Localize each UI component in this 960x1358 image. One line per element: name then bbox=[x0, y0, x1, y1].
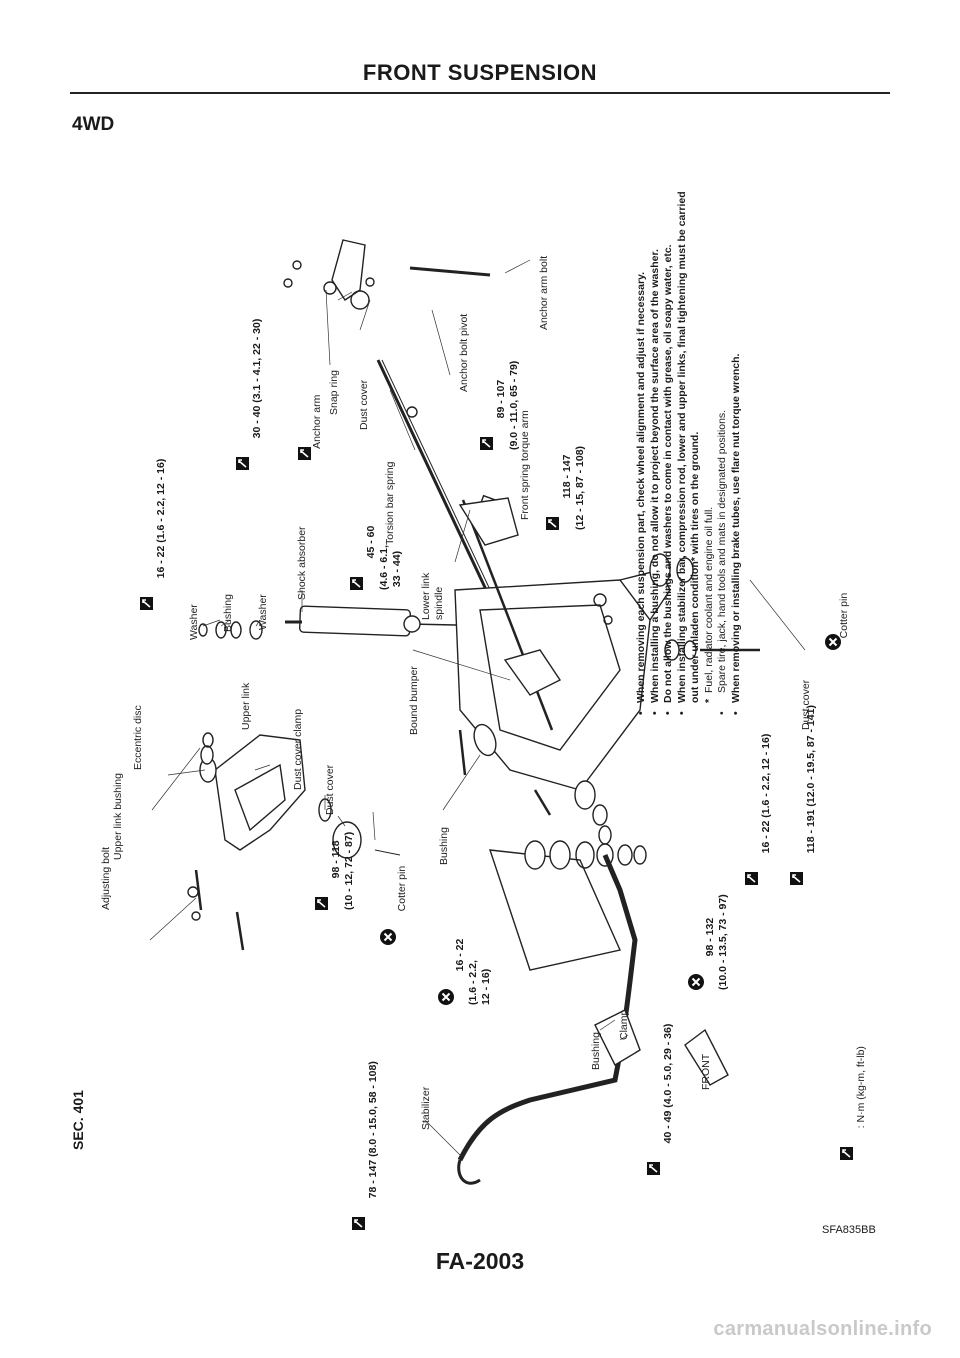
ball-joint bbox=[332, 821, 362, 859]
torque-icon bbox=[315, 884, 342, 910]
lower-link bbox=[454, 579, 651, 791]
header-rule bbox=[70, 92, 890, 94]
label-upper-link-bushing: Upper link bushing bbox=[112, 773, 124, 860]
adjusting-bolt bbox=[194, 869, 203, 911]
torque-icon bbox=[647, 1149, 674, 1175]
torque-16-22-small: 16 - 22 (1.6 - 2.2, 12 - 16) bbox=[438, 939, 506, 1005]
replace-part-icon bbox=[688, 962, 717, 990]
note-item: When installing stabilizer bar, compress… bbox=[676, 175, 703, 715]
torsion-bar bbox=[376, 359, 507, 631]
units-legend: : N·m (kg-m, ft-lb) bbox=[840, 1046, 881, 1160]
stabilizer-bar bbox=[457, 854, 638, 1162]
note-item: When removing or installing brake tubes,… bbox=[730, 175, 744, 715]
torque-98-132: 98 - 132 (10.0 - 13.5, 73 - 97) bbox=[688, 894, 743, 990]
section-number: SEC. 401 bbox=[70, 1090, 86, 1150]
bound-bumper bbox=[503, 649, 562, 696]
torque-16-22-mid: 16 - 22 (1.6 - 2.2, 12 - 16) bbox=[745, 734, 786, 885]
torque-icon bbox=[236, 444, 263, 470]
label-dust-cover-3: Dust cover bbox=[800, 679, 812, 730]
torque-40-49: 40 - 49 (4.0 - 5.0, 29 - 36) bbox=[647, 1024, 688, 1175]
replace-part-icon bbox=[438, 977, 467, 1005]
note-item: When installing a bushing, do not allow … bbox=[649, 175, 663, 715]
torque-icon bbox=[140, 584, 167, 610]
footer-watermark: carmanualsonline.info bbox=[713, 1318, 932, 1340]
torque-icon bbox=[350, 564, 377, 590]
clamp-bracket bbox=[594, 1009, 641, 1066]
figure-code: SFA835BB bbox=[822, 1224, 876, 1236]
page-number: FA-2003 bbox=[435, 1248, 525, 1274]
note-item: Do not allow the bushings and washers to… bbox=[662, 175, 676, 715]
label-eccentric-disc: Eccentric disc bbox=[132, 705, 144, 770]
torque-118-191: 118 - 191 (12.0 - 19.5, 87 - 141) bbox=[790, 705, 831, 885]
suspension-drawing bbox=[149, 239, 806, 1185]
label-front: FRONT bbox=[700, 1053, 712, 1090]
shock-absorber-drawing bbox=[285, 605, 501, 637]
label-dust-cover-clamp: Dust cover clamp bbox=[292, 708, 304, 790]
torque-arm bbox=[458, 497, 519, 546]
notes-block: When removing each suspension part, chec… bbox=[635, 175, 743, 715]
torque-icon bbox=[352, 1204, 379, 1230]
front-arrow bbox=[684, 1028, 729, 1086]
anchor-arm-bolt bbox=[409, 266, 491, 277]
torque-16-22-top: 16 - 22 (1.6 - 2.2, 12 - 16) bbox=[140, 459, 181, 610]
label-upper-link: Upper link bbox=[240, 682, 252, 730]
torque-30-40: 30 - 40 (3.1 - 4.1, 22 - 30) bbox=[236, 319, 277, 470]
label-bound-bumper: Bound bumper bbox=[408, 666, 420, 735]
section-title: 4WD bbox=[72, 114, 115, 135]
torque-78-147: 78 - 147 (8.0 - 15.0, 58 - 108) bbox=[352, 1061, 393, 1230]
page-header-title: FRONT SUSPENSION bbox=[362, 60, 598, 85]
exploded-diagram: Adjusting bolt Upper link bushing Eccent… bbox=[60, 150, 910, 1230]
label-clamp: Clamp bbox=[618, 1009, 630, 1040]
note-sub-item: Spare tire, jack, hand tools and mats in… bbox=[716, 175, 730, 715]
torque-icon bbox=[745, 859, 772, 885]
label-bushing-3: Bushing bbox=[590, 1032, 602, 1070]
upper-link bbox=[214, 734, 306, 851]
torque-icon bbox=[840, 1134, 867, 1160]
note-item: When removing each suspension part, chec… bbox=[635, 175, 649, 715]
torque-icon bbox=[790, 859, 817, 885]
note-sub-item: Fuel, radiator coolant and engine oil fu… bbox=[703, 175, 717, 715]
torque-45-60: 45 - 60 (4.6 - 6.1, 33 - 44) bbox=[350, 526, 417, 590]
label-stabilizer: Stabilizer bbox=[420, 1086, 432, 1130]
